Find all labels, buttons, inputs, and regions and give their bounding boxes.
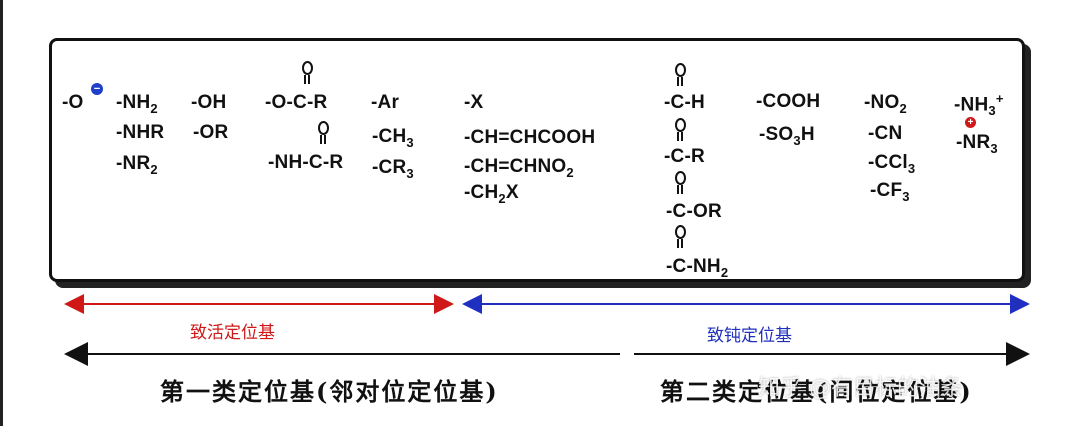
activating-label: 致活定位基 [190,323,275,343]
group-cf3: -CF3 [870,180,910,204]
group-cor: -C-R [664,146,705,167]
first-class-label: 第一类定位基(邻对位定位基) [160,377,499,406]
group-nr3: -NR3 [956,132,998,156]
group-chchcooh: -CH=CHCOOH [464,127,596,148]
group-conh2: -C-NH2 [666,256,729,280]
deactivating-label: 致钝定位基 [707,326,792,346]
group-so3h: -SO3H [759,124,815,148]
group-ch3: -CH3 [372,126,414,150]
group-nh2: -NH2 [116,92,158,116]
left-edge-rule [0,0,3,426]
group-ocor: -O-C-R [265,92,328,113]
substituent-box: -O − -NH2 -NHR -NR2 -OH -OR -O-C-R -NH-C… [49,38,1025,282]
group-oh: -OH [191,92,227,113]
second-class-label: 第二类定位基(间位定位基) [660,377,973,406]
group-ar: -Ar [371,92,400,113]
group-o-minus: -O [62,92,84,113]
group-or: -OR [193,122,229,143]
group-ch2x: -CH2X [464,182,519,206]
group-cho: -C-H [664,92,705,113]
group-nr2: -NR2 [116,153,158,177]
watermark: 知乎 @有目标的油条 [758,376,963,401]
group-x: -X [464,92,484,113]
group-ccl3: -CCl3 [868,152,916,176]
group-cr3: -CR3 [372,157,414,181]
group-no2: -NO2 [864,92,907,116]
group-cooh: -COOH [756,91,821,112]
positive-charge-icon: + [965,117,976,128]
negative-charge-icon: − [91,83,103,95]
group-chchno2: -CH=CHNO2 [464,156,574,180]
group-coor: -C-OR [666,201,722,222]
group-nhr: -NHR [116,122,165,143]
group-nh3-plus: -NH3+ [954,91,1004,119]
group-nhcor: -NH-C-R [268,152,344,173]
group-cn: -CN [868,123,903,144]
